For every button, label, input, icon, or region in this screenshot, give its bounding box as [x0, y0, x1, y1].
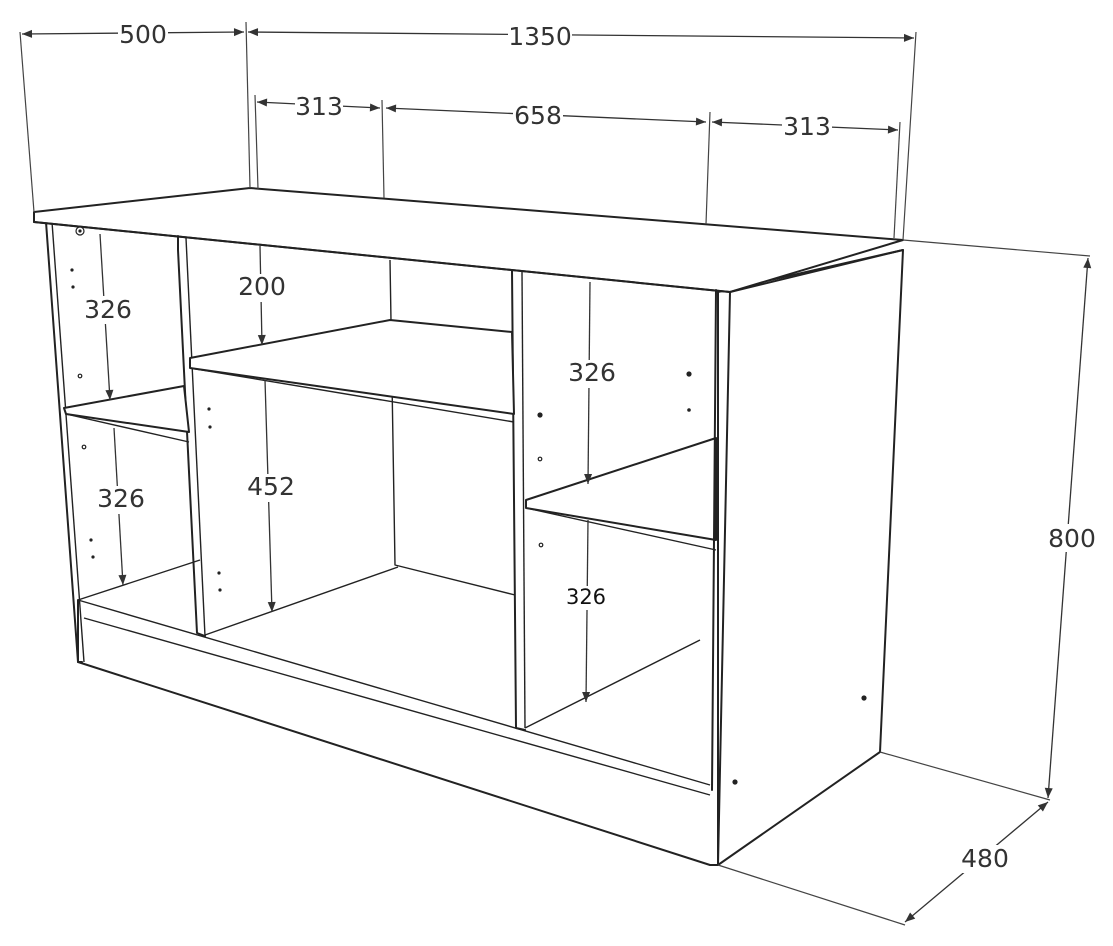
shelf-pin-holes	[70, 226, 867, 785]
dimension-labels: 500 1350 313 658 313 800 480 326 326 200…	[84, 20, 1098, 873]
left-shelf	[63, 385, 190, 433]
label-658: 658	[514, 101, 562, 130]
plinth-front	[77, 599, 719, 866]
right-shelf	[525, 437, 717, 541]
label-right-upper: 326	[568, 358, 616, 387]
dim-line-1350	[247, 28, 915, 42]
label-313-left: 313	[295, 92, 343, 121]
label-1350: 1350	[508, 22, 572, 51]
label-middle-upper: 200	[238, 272, 286, 301]
middle-shelf	[189, 319, 515, 415]
cabinet-body	[33, 187, 904, 866]
label-right-lower: 326	[566, 585, 606, 609]
label-500: 500	[119, 20, 167, 49]
right-divider	[511, 269, 526, 731]
top-panel	[33, 187, 904, 293]
label-left-upper: 326	[84, 295, 132, 324]
label-left-lower: 326	[97, 484, 145, 513]
label-800: 800	[1048, 524, 1096, 553]
right-side-panel	[717, 249, 904, 866]
dim-line-right-lower	[582, 519, 591, 703]
label-480: 480	[961, 844, 1009, 873]
label-middle-lower: 452	[247, 472, 295, 501]
left-side-panel	[45, 221, 83, 663]
extension-lines	[19, 21, 1091, 926]
left-divider	[177, 235, 206, 637]
dimension-lines	[21, 28, 1092, 923]
label-313-right: 313	[783, 112, 831, 141]
back-panel-edge	[389, 259, 516, 596]
